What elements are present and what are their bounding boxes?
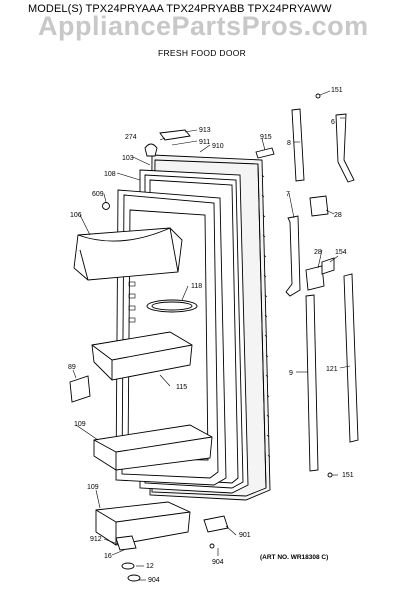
callout-7: 7 xyxy=(286,191,290,198)
cap xyxy=(255,147,275,159)
callout-904-right: 904 xyxy=(212,559,224,566)
art-number: (ART NO. WR18308 C) xyxy=(260,554,329,561)
callout-106: 106 xyxy=(70,212,82,219)
callout-913: 913 xyxy=(199,127,211,134)
egg-tray xyxy=(146,299,198,313)
callout-609: 609 xyxy=(92,191,104,198)
callout-labels: 151 6 8 274 913 911 910 915 103 108 609 … xyxy=(68,87,354,584)
dairy-door xyxy=(73,227,183,281)
callout-28-upper: 28 xyxy=(334,212,342,219)
watermark: AppliancePartsPros.com xyxy=(38,11,369,41)
callout-151-upper: 151 xyxy=(331,87,343,94)
callout-12: 12 xyxy=(146,563,154,570)
callout-915: 915 xyxy=(260,134,272,141)
callout-151-lower: 151 xyxy=(342,472,354,479)
callout-6: 6 xyxy=(331,119,335,126)
handle-trim-upper xyxy=(335,113,355,183)
callout-274: 274 xyxy=(125,134,137,141)
callout-910: 910 xyxy=(212,143,224,150)
door-stop xyxy=(203,515,229,533)
callout-115: 115 xyxy=(176,384,187,391)
section-title: FRESH FOOD DOOR xyxy=(158,48,247,58)
callout-16: 16 xyxy=(104,553,112,560)
callout-28-lower: 28 xyxy=(314,249,322,256)
callout-912: 912 xyxy=(90,536,102,543)
callout-108: 108 xyxy=(104,171,116,178)
hinge-pin xyxy=(102,202,110,210)
bearing xyxy=(115,535,141,582)
callout-121: 121 xyxy=(326,366,338,373)
trim-strip-lower xyxy=(305,294,319,472)
handle-cap-upper xyxy=(309,195,329,217)
callout-109-upper: 109 xyxy=(74,421,86,428)
callout-89: 89 xyxy=(68,364,76,371)
door-bin-middle xyxy=(93,424,213,471)
handle-trim-lower xyxy=(343,273,359,443)
door-bin-upper xyxy=(91,331,193,381)
callout-911: 911 xyxy=(199,139,210,146)
callout-904-bottom: 904 xyxy=(148,577,160,584)
end-cap xyxy=(321,257,335,275)
callout-8: 8 xyxy=(287,140,291,147)
leader-lines xyxy=(72,90,351,581)
callout-109-lower: 109 xyxy=(87,484,99,491)
handle xyxy=(285,215,301,297)
callout-9: 9 xyxy=(289,370,293,377)
model-title: MODEL(S) TPX24PRYAAA TPX24PRYABB TPX24PR… xyxy=(28,3,332,15)
callout-154: 154 xyxy=(335,249,347,256)
callout-901: 901 xyxy=(239,532,251,539)
trim-strip-upper xyxy=(291,108,305,182)
handle-cap-lower xyxy=(305,265,325,291)
hinge-bracket xyxy=(144,129,191,157)
bin-clip xyxy=(69,375,91,403)
callout-103: 103 xyxy=(122,155,134,162)
callout-118: 118 xyxy=(191,283,202,290)
door-bin-lower xyxy=(95,501,191,546)
